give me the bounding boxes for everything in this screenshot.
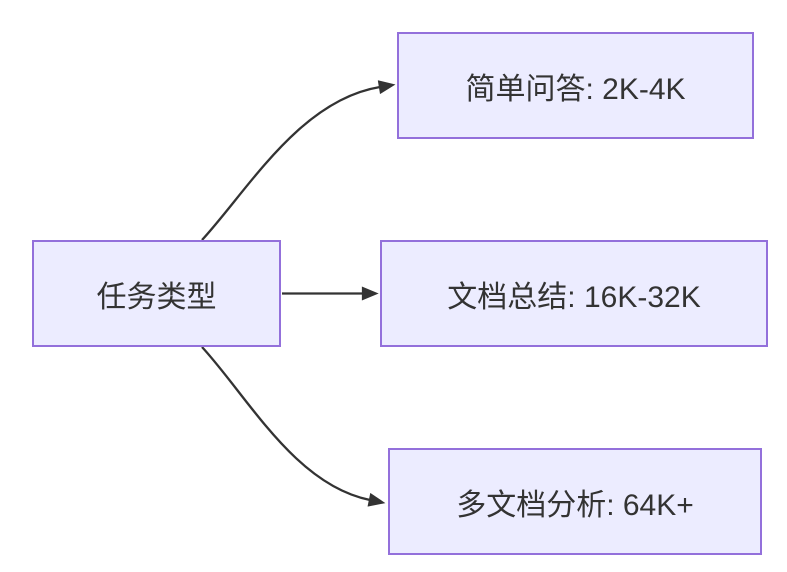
edge-task-to-multidoc-analysis — [201, 346, 386, 507]
node-multidoc-analysis: 多文档分析: 64K+ — [388, 448, 762, 555]
node-simple-qa: 简单问答: 2K-4K — [397, 32, 754, 139]
node-multidoc-analysis-label: 多文档分析: 64K+ — [456, 488, 694, 522]
edge-task-to-simple-qa — [201, 80, 396, 241]
node-task-type: 任务类型 — [32, 240, 281, 347]
node-doc-summary: 文档总结: 16K-32K — [380, 240, 768, 347]
node-task-type-label: 任务类型 — [96, 280, 217, 314]
node-doc-summary-label: 文档总结: 16K-32K — [447, 280, 701, 314]
node-simple-qa-label: 简单问答: 2K-4K — [465, 72, 686, 106]
